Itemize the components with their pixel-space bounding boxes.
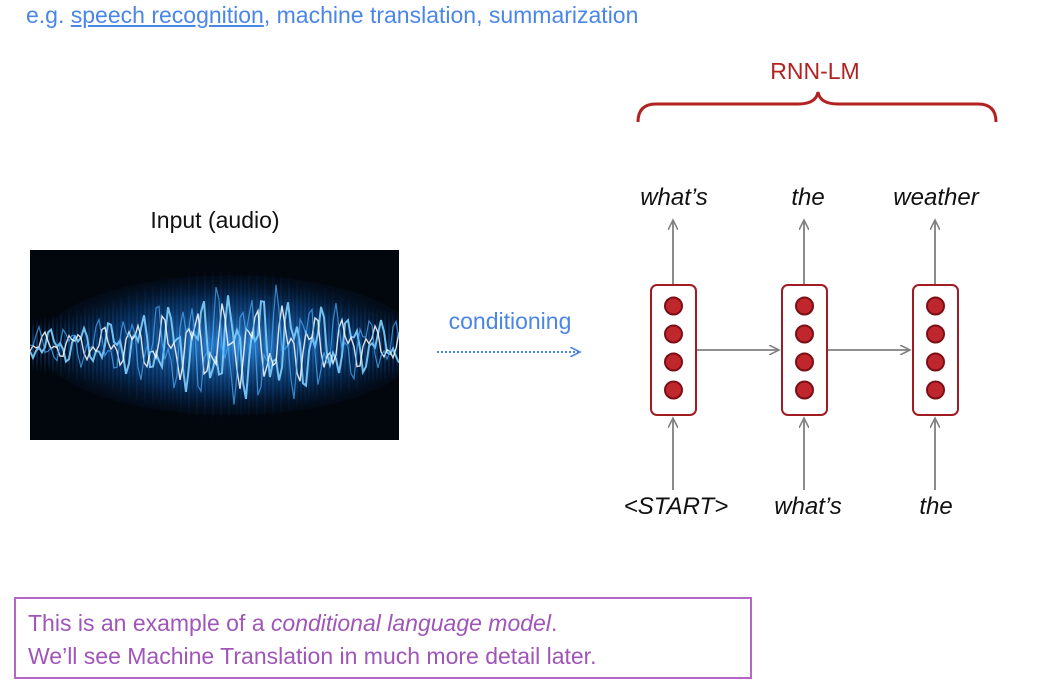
neuron xyxy=(664,380,683,400)
note-line-1-prefix: This is an example of a xyxy=(28,610,271,636)
waveform-bar xyxy=(36,316,38,374)
rnn-lm-brace xyxy=(636,91,998,123)
note-emphasis: conditional language model xyxy=(270,610,551,636)
note-line-1-suffix: . xyxy=(550,610,558,636)
output-word-3: weather xyxy=(893,184,979,211)
note-box: This is an example of a conditional lang… xyxy=(14,597,752,679)
neuron xyxy=(795,296,814,316)
neuron xyxy=(664,296,683,316)
audio-waveform-image xyxy=(30,250,399,440)
neuron xyxy=(926,324,945,344)
input-audio-label: Input (audio) xyxy=(150,207,280,233)
rnn-cell-2 xyxy=(781,284,828,416)
input-word-2: what’s xyxy=(774,493,842,520)
rnn-lm-label: RNN-LM xyxy=(770,58,860,84)
neuron xyxy=(664,352,683,372)
speech-recognition-link[interactable]: speech recognition xyxy=(70,2,264,28)
conditioning-label: conditioning xyxy=(448,308,572,334)
waveform-graphic xyxy=(30,250,399,440)
neuron xyxy=(795,352,814,372)
note-line-2: We’ll see Machine Translation in much mo… xyxy=(28,643,597,669)
note-line-1: This is an example of a conditional lang… xyxy=(28,607,750,640)
output-word-2: the xyxy=(791,184,825,211)
neuron xyxy=(926,296,945,316)
input-word-1: <START> xyxy=(623,493,729,520)
neuron xyxy=(926,380,945,400)
examples-prefix: e.g. xyxy=(26,2,71,28)
neuron xyxy=(926,352,945,372)
output-word-1: what’s xyxy=(640,184,708,211)
rnn-cell-1 xyxy=(650,284,697,416)
rnn-cell-3 xyxy=(912,284,959,416)
input-word-3: the xyxy=(919,493,953,520)
neuron xyxy=(795,380,814,400)
examples-line: e.g. speech recognition, machine transla… xyxy=(26,2,638,29)
examples-rest: , machine translation, summarization xyxy=(263,2,639,28)
neuron xyxy=(795,324,814,344)
neuron xyxy=(664,324,683,344)
